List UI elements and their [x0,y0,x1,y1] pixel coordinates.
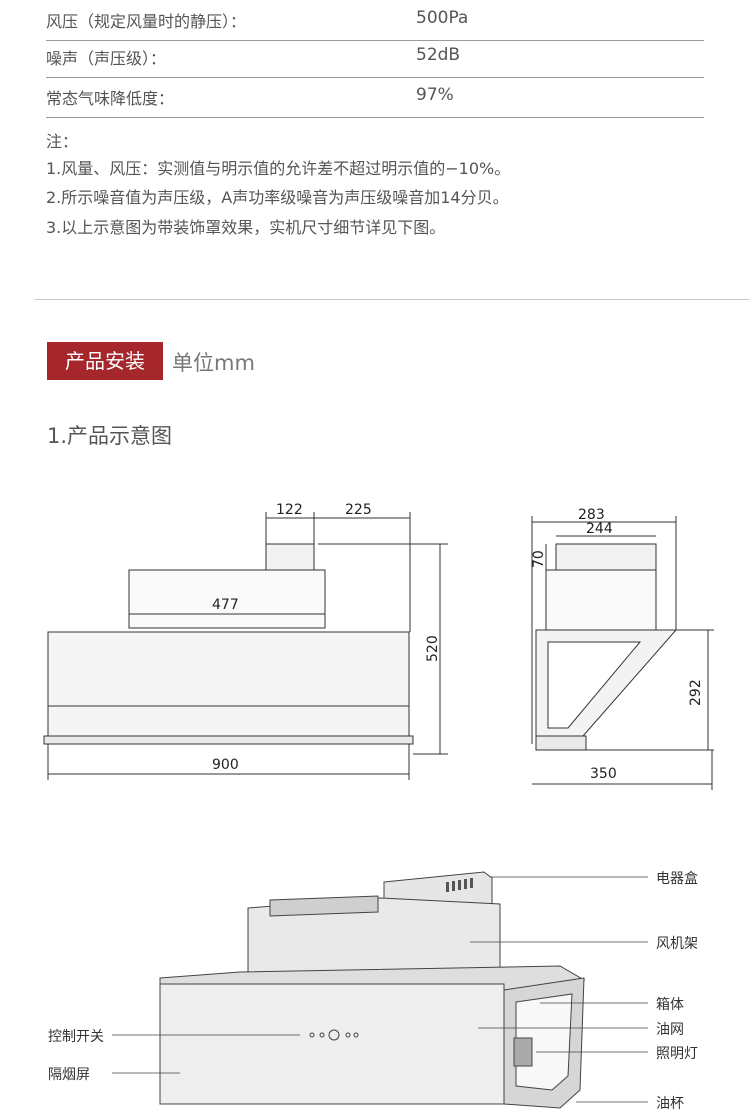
spec-row-noise: 噪声（声压级）： 52dB [46,37,704,78]
front-duct [265,543,315,571]
section-badge: 产品安装 [47,342,163,380]
spec-label: 风压（规定风量时的静压）： [46,12,247,31]
dim-520: 520 [425,635,441,662]
dim-477: 477 [212,597,239,613]
callout-oil-cup: 油杯 [656,1096,684,1112]
notes-heading: 注： [46,132,79,151]
callout-electrical-box: 电器盒 [656,871,698,887]
note-item: 2.所示噪音值为声压级，A声功率级噪音为声压级噪音加14分贝。 [46,188,509,207]
callout-control-switch: 控制开关 [48,1029,104,1045]
product-illustration [112,871,648,1109]
side-fan-box [555,543,657,571]
dim-70: 70 [531,550,547,568]
front-hood-body [47,631,410,737]
spec-value: 97% [416,85,454,105]
spec-row-odor-reduction: 常态气味降低度： 97% [46,77,704,118]
dimension-drawing: 122 225 477 520 900 283 244 70 292 350 [43,502,714,790]
smoke-screen-shape [159,983,505,1105]
callout-fan-frame: 风机架 [656,936,698,952]
callout-smoke-screen: 隔烟屏 [48,1067,90,1083]
dim-292: 292 [688,679,704,706]
unit-label: 单位mm [172,351,255,375]
front-hood-bottom [43,735,414,745]
dim-900: 900 [212,757,239,773]
callout-cabinet: 箱体 [656,997,684,1013]
figure-title: 1.产品示意图 [47,424,173,448]
note-item: 1.风量、风压：实测值与明示值的允许差不超过明示值的−10%。 [46,159,511,178]
dim-122: 122 [276,502,303,518]
callout-lamp: 照明灯 [656,1046,698,1062]
spec-row-wind-pressure: 风压（规定风量时的静压）： 500Pa [46,0,704,41]
dim-283: 283 [578,507,605,523]
spec-value: 500Pa [416,8,469,28]
section-divider [34,299,750,300]
spec-label: 常态气味降低度： [46,89,175,108]
front-fan-box [128,569,326,629]
side-box-base [545,569,657,631]
spec-label: 噪声（声压级）： [46,49,167,68]
callout-oil-net: 油网 [656,1022,684,1038]
spec-value: 52dB [416,45,461,65]
note-item: 3.以上示意图为带装饰罩效果，实机尺寸细节详见下图。 [46,218,446,237]
dim-350: 350 [590,766,617,782]
dim-244: 244 [586,521,613,537]
dim-225: 225 [345,502,372,518]
